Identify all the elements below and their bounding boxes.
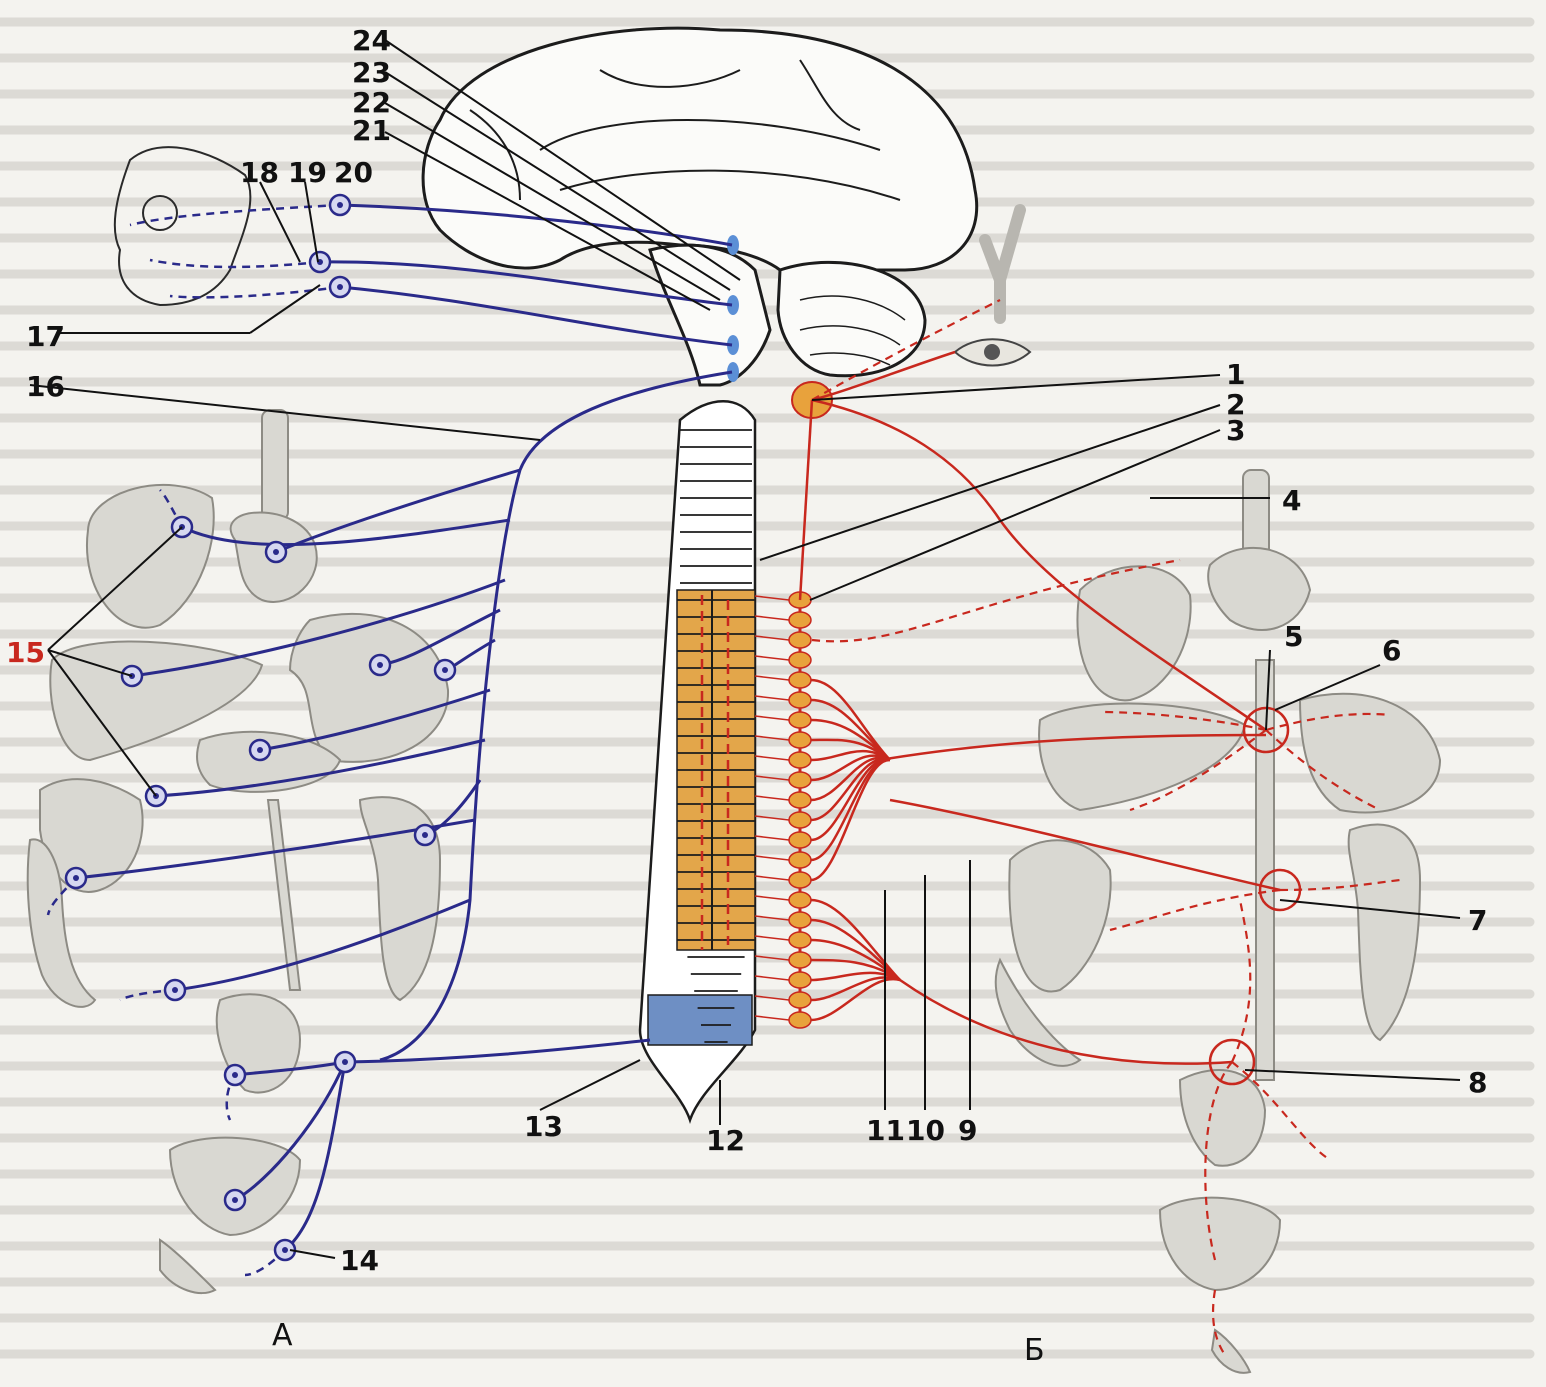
sympathetic-ganglion xyxy=(789,972,811,988)
ganglion-center-dot xyxy=(172,987,178,993)
ganglion-center-dot xyxy=(257,747,263,753)
panel-label-left: А xyxy=(272,1318,293,1353)
label-13: 13 xyxy=(524,1110,563,1143)
ramus-line xyxy=(755,1016,789,1020)
label-23: 23 xyxy=(352,56,391,89)
brain-icon xyxy=(423,28,977,385)
label-15: 15 xyxy=(6,636,45,669)
ganglion-center-dot xyxy=(73,875,79,881)
sympathetic-ganglion xyxy=(789,932,811,948)
ganglion-center-dot xyxy=(337,284,343,290)
label-8: 8 xyxy=(1468,1066,1487,1099)
label-1: 1 xyxy=(1226,358,1245,391)
sympathetic-ganglion xyxy=(789,832,811,848)
ramus-line xyxy=(755,756,789,760)
ganglion-center-dot xyxy=(232,1072,238,1078)
sympathetic-ganglion xyxy=(789,632,811,648)
sympathetic-ganglion xyxy=(789,1012,811,1028)
ramus-line xyxy=(755,616,789,620)
sympathetic-ganglion xyxy=(789,672,811,688)
label-10: 10 xyxy=(906,1114,945,1147)
right-aorta xyxy=(1256,660,1274,1080)
label-5: 5 xyxy=(1284,620,1303,653)
sympathetic-ganglion xyxy=(789,912,811,928)
ramus-line xyxy=(755,936,789,940)
head-outline xyxy=(115,147,251,305)
label-18: 18 xyxy=(240,156,279,189)
spinal-cord-icon xyxy=(640,401,755,1120)
right-bladder xyxy=(1160,1198,1280,1290)
ganglion-center-dot xyxy=(422,832,428,838)
ramus-line xyxy=(755,696,789,700)
sympathetic-ganglion xyxy=(789,752,811,768)
label-7: 7 xyxy=(1468,904,1487,937)
sympathetic-ganglion xyxy=(789,792,811,808)
sympathetic-ganglion xyxy=(789,992,811,1008)
sympathetic-ganglion xyxy=(789,812,811,828)
ganglion-center-dot xyxy=(337,202,343,208)
left-bladder xyxy=(170,1138,300,1235)
sympathetic-ganglion xyxy=(789,772,811,788)
label-12: 12 xyxy=(706,1124,745,1157)
label-20: 20 xyxy=(334,156,373,189)
label-9: 9 xyxy=(958,1114,977,1147)
ganglion-center-dot xyxy=(232,1197,238,1203)
label-11: 11 xyxy=(866,1114,905,1147)
right-descending-colon xyxy=(1349,824,1420,1040)
left-trachea xyxy=(262,410,288,520)
sympathetic-ganglion xyxy=(789,712,811,728)
sympathetic-ganglion xyxy=(789,852,811,868)
ramus-line xyxy=(755,676,789,680)
label-19: 19 xyxy=(288,156,327,189)
right-lung xyxy=(1077,566,1190,700)
sympathetic-ganglion xyxy=(789,872,811,888)
panel-label-right: Б xyxy=(1024,1333,1045,1368)
label-24: 24 xyxy=(352,24,391,57)
right-ascending-colon xyxy=(1009,840,1110,991)
label-16: 16 xyxy=(26,370,65,403)
label-6: 6 xyxy=(1382,634,1401,667)
splanchnic-nerve xyxy=(811,759,890,840)
sympathetic-ganglion xyxy=(789,692,811,708)
ramus-line xyxy=(755,716,789,720)
blood-vessel-icon xyxy=(985,210,1020,318)
ramus-line xyxy=(755,876,789,880)
ramus-line xyxy=(755,836,789,840)
label-17: 17 xyxy=(26,320,65,353)
sympathetic-ganglion xyxy=(789,732,811,748)
sympathetic-ganglion xyxy=(789,892,811,908)
ganglion-center-dot xyxy=(342,1059,348,1065)
right-rectum xyxy=(1180,1070,1265,1166)
label-3: 3 xyxy=(1226,414,1245,447)
ramus-line xyxy=(755,896,789,900)
ramus-line xyxy=(755,976,789,980)
sympathetic-ganglion xyxy=(789,612,811,628)
ramus-line xyxy=(755,656,789,660)
right-stomach xyxy=(1300,694,1440,813)
sympathetic-ganglion xyxy=(789,952,811,968)
ganglion-center-dot xyxy=(377,662,383,668)
ganglion-center-dot xyxy=(442,667,448,673)
label-22: 22 xyxy=(352,86,391,119)
label-4: 4 xyxy=(1282,484,1301,517)
ramus-line xyxy=(755,796,789,800)
panel-labels: А Б xyxy=(272,1318,1045,1368)
label-14: 14 xyxy=(340,1244,379,1277)
sympathetic-ganglion xyxy=(789,652,811,668)
ramus-line xyxy=(755,856,789,860)
ganglion-center-dot xyxy=(273,549,279,555)
right-liver xyxy=(1039,704,1245,810)
ganglion-center-dot xyxy=(282,1247,288,1253)
